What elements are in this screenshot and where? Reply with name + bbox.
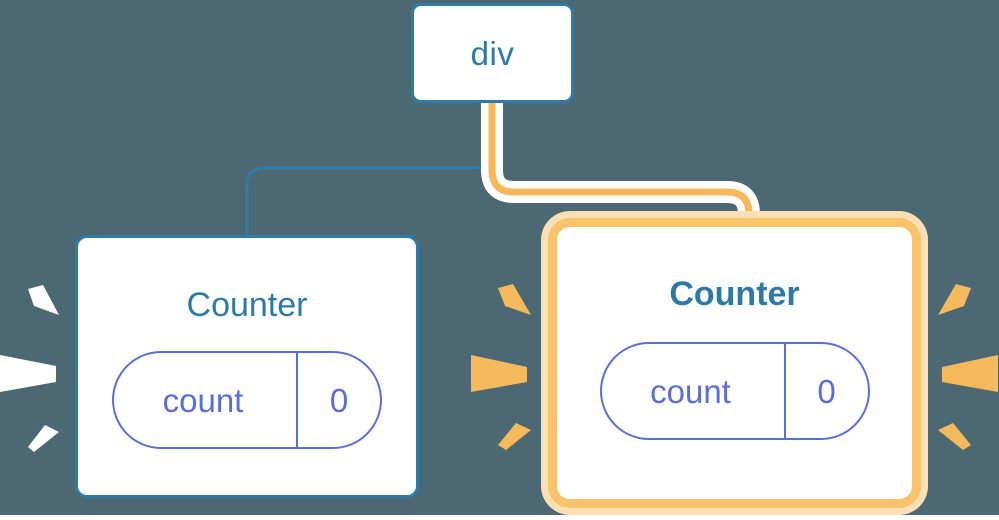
ray-orange-right-bottom xyxy=(938,423,971,450)
edge-div-to-counter-b xyxy=(488,100,753,232)
node-counter-b-title: Counter xyxy=(669,275,800,313)
ray-white-top xyxy=(28,285,59,315)
node-counter-a[interactable]: Counter count 0 xyxy=(75,235,419,498)
state-key-label: count xyxy=(162,381,244,419)
ray-orange-left-middle xyxy=(471,355,527,392)
ray-orange-left-bottom xyxy=(498,423,531,450)
state-value-label: 0 xyxy=(296,353,380,447)
node-div[interactable]: div xyxy=(411,3,574,103)
node-div-label: div xyxy=(470,34,515,72)
state-pill-counter-a[interactable]: count 0 xyxy=(112,351,382,449)
state-key-label: count xyxy=(650,372,731,410)
state-pill-counter-b[interactable]: count 0 xyxy=(599,342,870,440)
ray-orange-right-middle xyxy=(942,355,998,392)
ray-orange-left-top xyxy=(498,284,531,315)
ray-orange-right-top xyxy=(938,284,971,315)
node-counter-a-title: Counter xyxy=(186,286,308,324)
ray-white-bottom xyxy=(28,425,59,452)
node-counter-b[interactable]: Counter count 0 xyxy=(548,218,921,508)
ray-white-middle xyxy=(0,355,56,392)
state-value-label: 0 xyxy=(783,344,868,438)
